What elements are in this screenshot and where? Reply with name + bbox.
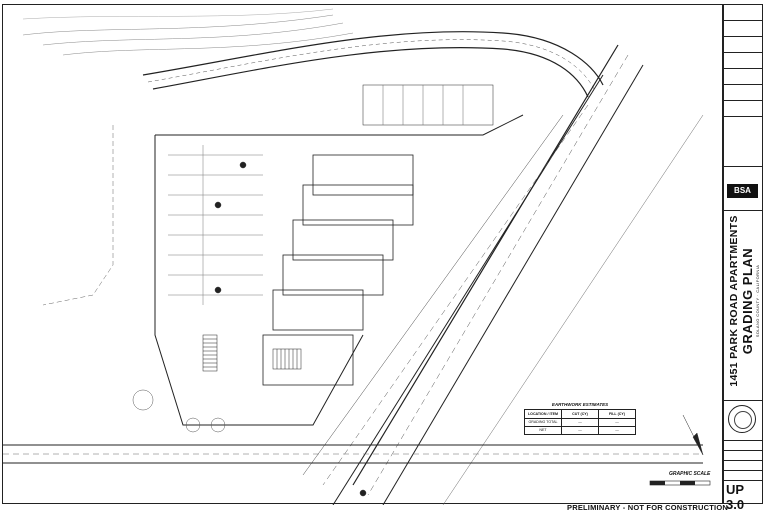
earthwork-row: GRADING TOTAL — — xyxy=(525,418,635,427)
title-block-cell xyxy=(724,37,762,53)
earthwork-header: LOCATION / ITEM xyxy=(525,410,562,418)
drawing-sheet: EARTHWORK ESTIMATES LOCATION / ITEM CUT … xyxy=(2,4,723,505)
graphic-scale-bar xyxy=(649,480,711,486)
earthwork-cell: — xyxy=(615,420,619,424)
graphic-scale-label: GRAPHIC SCALE xyxy=(669,471,711,477)
project-name: 1451 PARK ROAD APARTMENTS xyxy=(728,215,740,387)
firm-logo: BSA xyxy=(727,184,758,198)
preliminary-notice: PRELIMINARY - NOT FOR CONSTRUCTION xyxy=(567,503,728,512)
earthwork-cell: — xyxy=(562,418,599,426)
earthwork-table: LOCATION / ITEM CUT (CY) FILL (CY) GRADI… xyxy=(524,409,636,435)
title-block-cell xyxy=(724,101,762,117)
title-block-cell xyxy=(724,69,762,85)
earthwork-header-row: LOCATION / ITEM CUT (CY) FILL (CY) xyxy=(525,410,635,419)
title-block-cell xyxy=(724,461,762,471)
earthwork-cell: — xyxy=(615,428,619,432)
earthwork-cell: — xyxy=(562,426,599,434)
project-title-cell xyxy=(724,211,762,401)
title-block-cell xyxy=(724,21,762,37)
title-block-cell xyxy=(724,85,762,101)
earthwork-title: EARTHWORK ESTIMATES xyxy=(551,402,609,407)
seal-cell xyxy=(724,401,762,441)
site-plan-drawing xyxy=(3,8,711,505)
earthwork-row: NET — — xyxy=(525,426,635,434)
professional-seal xyxy=(728,405,756,433)
project-location: SOLANO COUNTY · CALIFORNIA xyxy=(755,264,760,338)
sheet-number: UP 3.0 xyxy=(726,482,745,512)
sheet-title: GRADING PLAN xyxy=(740,247,755,355)
title-block-cell xyxy=(724,441,762,451)
earthwork-cell: NET xyxy=(525,426,562,434)
earthwork-cell: GRADING TOTAL xyxy=(525,418,562,426)
earthwork-header: CUT (CY) xyxy=(562,410,599,418)
title-block-cell xyxy=(724,471,762,481)
title-block-cell xyxy=(724,451,762,461)
logo-cell xyxy=(724,167,762,211)
title-block-cell xyxy=(724,5,762,21)
title-block-cell xyxy=(724,53,762,69)
earthwork-header: FILL (CY) xyxy=(609,412,625,416)
project-title: 1451 PARK ROAD APARTMENTS GRADING PLAN S… xyxy=(728,201,760,401)
firm-info-cell xyxy=(724,117,762,167)
